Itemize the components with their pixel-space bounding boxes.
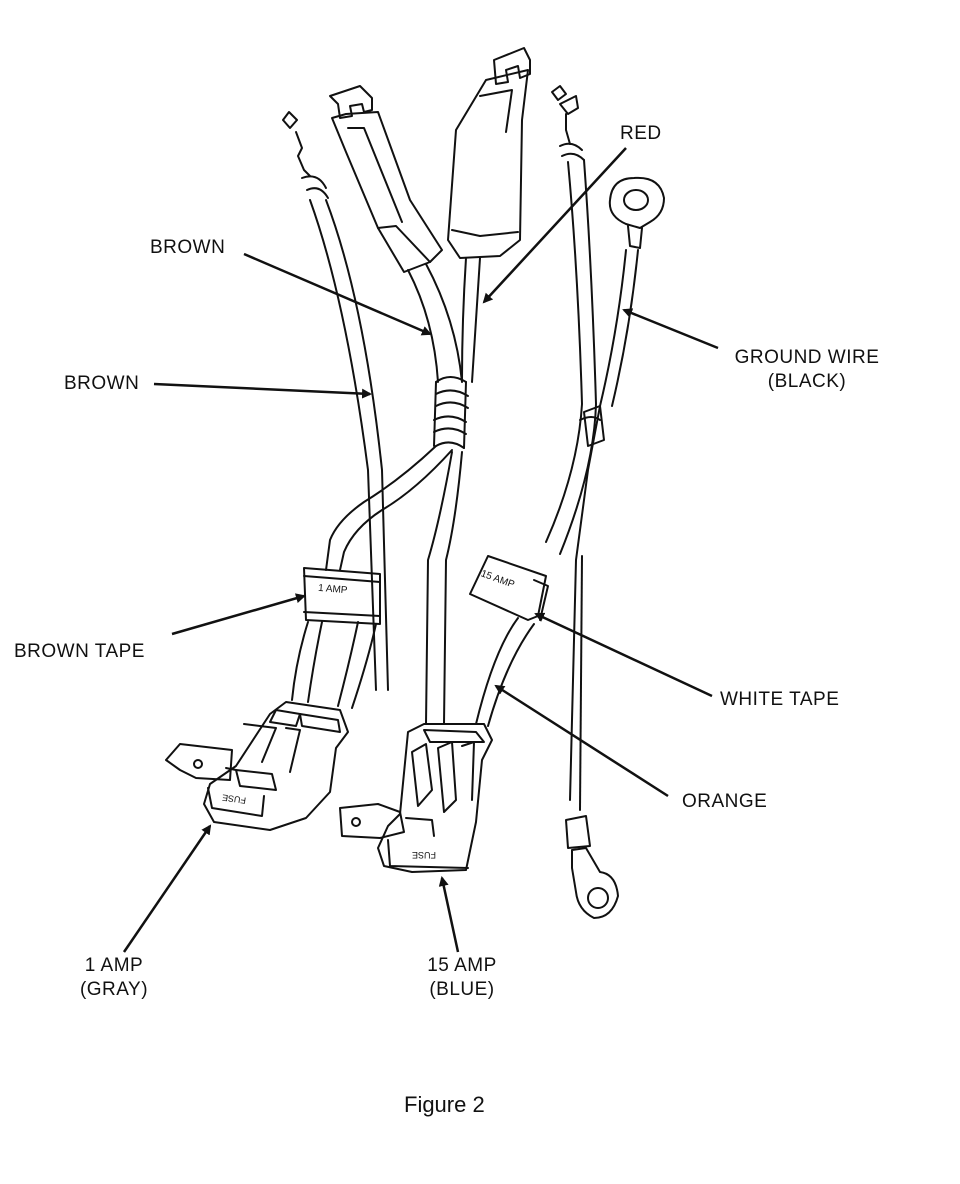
red-leader: [482, 148, 626, 304]
one-amp-fuse-wires: [292, 622, 376, 708]
label-white-tape: WHITE TAPE: [720, 689, 840, 710]
ground-wire-leader: [622, 308, 718, 348]
label-red: RED: [620, 123, 662, 144]
orange-leader: [494, 684, 668, 796]
red-wire: [426, 258, 480, 724]
label-orange: ORANGE: [682, 791, 768, 812]
center-brown-wire: [326, 264, 468, 570]
one-amp-tape: [304, 568, 380, 624]
one-amp-fuse-holder: [166, 702, 348, 830]
label-fifteen-amp-line2: (BLUE): [429, 979, 495, 1000]
fifteen-amp-fuse-holder: [340, 724, 492, 872]
brown-left-leader: [154, 384, 372, 399]
one-amp-leader: [124, 824, 212, 952]
brown-top-leader: [244, 254, 432, 336]
label-one-amp-line1: 1 AMP: [84, 955, 144, 976]
label-brown-top: BROWN: [150, 237, 226, 258]
white-tape-leader: [534, 612, 712, 696]
fifteen-amp-leader: [438, 876, 458, 952]
label-fifteen-amp-line1: 15 AMP: [427, 955, 497, 976]
label-brown-left: BROWN: [64, 373, 140, 394]
label-ground-wire-line2: (BLACK): [767, 371, 847, 392]
label-fifteen-amp: 15 AMP (BLUE): [412, 954, 512, 1002]
figure-caption: Figure 2: [404, 1092, 485, 1117]
label-ground-wire: GROUND WIRE (BLACK): [722, 346, 892, 394]
right-orange-wire: [476, 86, 596, 726]
red-terminal: [448, 48, 530, 258]
fifteen-amp-fuse-mark: FUSE: [412, 850, 437, 860]
label-brown-tape: BROWN TAPE: [14, 641, 145, 662]
fifteen-amp-tape: [470, 556, 548, 620]
brown-tape-leader: [172, 593, 306, 634]
ground-wire: [566, 178, 664, 918]
label-one-amp-line2: (GRAY): [79, 979, 149, 1000]
left-brown-wire: [283, 112, 388, 690]
label-one-amp: 1 AMP (GRAY): [64, 954, 164, 1002]
label-ground-wire-line1: GROUND WIRE: [734, 347, 880, 368]
center-brown-terminal: [330, 86, 442, 272]
